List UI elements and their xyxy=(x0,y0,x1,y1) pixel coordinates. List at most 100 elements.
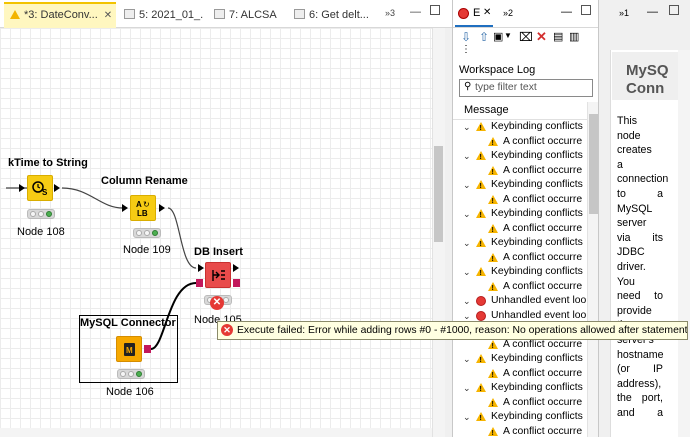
log-row[interactable]: ⌄Keybinding conflicts xyxy=(453,236,586,252)
expander-icon[interactable]: ⌄ xyxy=(463,267,471,277)
output-port[interactable] xyxy=(233,264,239,272)
log-row[interactable]: A conflict occurre xyxy=(453,338,586,354)
error-icon: ✕ xyxy=(221,324,233,336)
db-output-port[interactable] xyxy=(144,345,151,353)
log-row[interactable]: A conflict occurre xyxy=(453,280,586,296)
description-word: server xyxy=(617,217,647,230)
more-icon[interactable]: ⋮ xyxy=(461,44,471,55)
maximize-icon[interactable] xyxy=(430,5,440,15)
description-word: node xyxy=(617,129,641,142)
expander-icon[interactable]: ⌄ xyxy=(463,412,471,422)
workflow-icon xyxy=(214,9,225,19)
tab-dateconv[interactable]: *3: DateConv...✕ xyxy=(4,2,116,28)
canvas-scroll-thumb[interactable] xyxy=(434,146,443,242)
log-message: Keybinding conflicts xyxy=(491,382,583,393)
tab-overflow[interactable]: »1 xyxy=(619,8,630,18)
log-message: Keybinding conflicts xyxy=(491,266,583,277)
log-row[interactable]: A conflict occurre xyxy=(453,135,586,151)
description-line: node xyxy=(617,130,663,142)
log-row[interactable]: A conflict occurre xyxy=(453,396,586,412)
log-row[interactable]: ⌄Unhandled event loo xyxy=(453,294,586,308)
export-icon[interactable]: ⇩ xyxy=(461,30,472,44)
expander-icon[interactable]: ⌄ xyxy=(463,151,471,161)
chevron-down-icon[interactable]: ▼ xyxy=(504,31,512,40)
expander-icon[interactable]: ⌄ xyxy=(463,180,471,190)
minimize-icon[interactable]: — xyxy=(561,6,572,18)
log-row[interactable]: ⌄ Keybinding conflicts xyxy=(453,381,586,397)
log-scroll-thumb[interactable] xyxy=(589,114,598,214)
description-vertical-scrollbar[interactable] xyxy=(678,50,690,437)
close-icon[interactable]: ✕ xyxy=(483,7,492,18)
tab-e[interactable]: E ✕ xyxy=(455,3,493,27)
log-row[interactable]: ⌄ Keybinding conflicts xyxy=(453,149,586,165)
open-log-icon[interactable]: ▤ xyxy=(553,31,564,43)
expander-icon[interactable]: ⌄ xyxy=(463,296,471,306)
selection-box xyxy=(79,315,178,383)
import-icon[interactable]: ⇧ xyxy=(479,30,490,44)
log-message: A conflict occurre xyxy=(503,164,583,176)
log-row[interactable]: ⌄Keybinding conflicts xyxy=(453,207,586,223)
close-icon[interactable]: ✕ xyxy=(103,10,113,21)
expander-icon[interactable]: ⌄ xyxy=(463,310,471,321)
tab-2021[interactable]: 5: 2021_01_... xyxy=(118,4,204,26)
expander-icon[interactable]: ⌄ xyxy=(463,354,471,364)
expander-icon[interactable]: ⌄ xyxy=(463,238,471,248)
search-icon: ⚲ xyxy=(464,81,472,92)
log-row[interactable]: A conflict occurre xyxy=(453,425,586,437)
description-word: (or xyxy=(617,363,630,376)
log-row[interactable]: A conflict occurre xyxy=(453,251,586,267)
output-port[interactable] xyxy=(159,204,165,212)
log-row[interactable]: A conflict occurre xyxy=(453,164,586,180)
column-rename-node[interactable]: A↻LB xyxy=(130,195,156,221)
db-insert-node[interactable] xyxy=(205,262,231,288)
minimize-icon[interactable]: — xyxy=(647,6,658,18)
svg-text:A: A xyxy=(136,200,142,209)
output-port[interactable] xyxy=(54,184,60,192)
error-log-icon xyxy=(458,8,469,19)
console-toolbar: ⇩ ⇧ ▣ ▼ ⌧ ✕ ▤ ▥ ⋮ xyxy=(459,29,594,58)
maximize-icon[interactable] xyxy=(581,5,591,15)
tab-get-delt[interactable]: 6: Get delt... xyxy=(288,4,378,26)
log-message: A conflict occurre xyxy=(503,338,583,350)
db-output-port[interactable] xyxy=(233,279,240,287)
clear-log-icon[interactable]: ⌧ xyxy=(519,30,533,44)
log-row[interactable]: A conflict occurre xyxy=(453,193,586,209)
expander-icon[interactable]: ⌄ xyxy=(463,122,471,132)
maximize-icon[interactable] xyxy=(669,5,679,15)
tab-label: 5: 2021_01_... xyxy=(139,9,204,21)
log-row[interactable]: A conflict occurre xyxy=(453,222,586,238)
expander-icon[interactable]: ⌄ xyxy=(463,383,471,393)
log-row[interactable]: ⌄ Keybinding conflicts xyxy=(453,265,586,281)
message-column-header[interactable]: Message xyxy=(453,102,587,120)
log-message: A conflict occurre xyxy=(503,280,583,292)
log-row[interactable]: A conflict occurre xyxy=(453,367,586,383)
tab-overflow[interactable]: »3 xyxy=(385,8,396,18)
warning-icon xyxy=(476,151,486,165)
tab-alcsa[interactable]: 7: ALCSA xyxy=(208,4,280,26)
log-message: Keybinding conflicts xyxy=(491,150,583,161)
log-row[interactable]: ⌄Keybinding conflicts xyxy=(453,352,586,368)
log-row[interactable]: ⌄Unhandled event loo xyxy=(453,309,586,323)
description-word: provide xyxy=(617,304,652,317)
mysql-connector-node[interactable]: M xyxy=(116,336,142,362)
filter-icon[interactable]: ▣ xyxy=(493,31,504,43)
status-light xyxy=(117,369,145,379)
restore-log-icon[interactable]: ▥ xyxy=(569,31,580,43)
tab-overflow[interactable]: »2 xyxy=(503,8,514,18)
log-row[interactable]: ⌄Keybinding conflicts xyxy=(453,410,586,426)
node-title-mysql-connector: MySQL Connector xyxy=(80,317,176,329)
filter-input[interactable]: ⚲ type filter text xyxy=(459,79,593,97)
canvas-horizontal-scrollbar[interactable] xyxy=(0,428,432,437)
description-title: Conn xyxy=(626,80,665,97)
description-word: a xyxy=(657,407,663,419)
expander-icon[interactable]: ⌄ xyxy=(463,209,471,219)
log-row[interactable]: ⌄Keybinding conflicts xyxy=(453,178,586,194)
input-port xyxy=(198,264,204,272)
minimize-icon[interactable]: — xyxy=(410,6,421,18)
workflow-canvas[interactable]: kTime to String S Node 108 Column Rename… xyxy=(0,28,432,437)
log-row[interactable]: ⌄Keybinding conflicts xyxy=(453,120,586,136)
delete-icon[interactable]: ✕ xyxy=(536,29,547,44)
time-to-string-node[interactable]: S xyxy=(27,175,53,201)
warning-icon xyxy=(488,397,498,412)
